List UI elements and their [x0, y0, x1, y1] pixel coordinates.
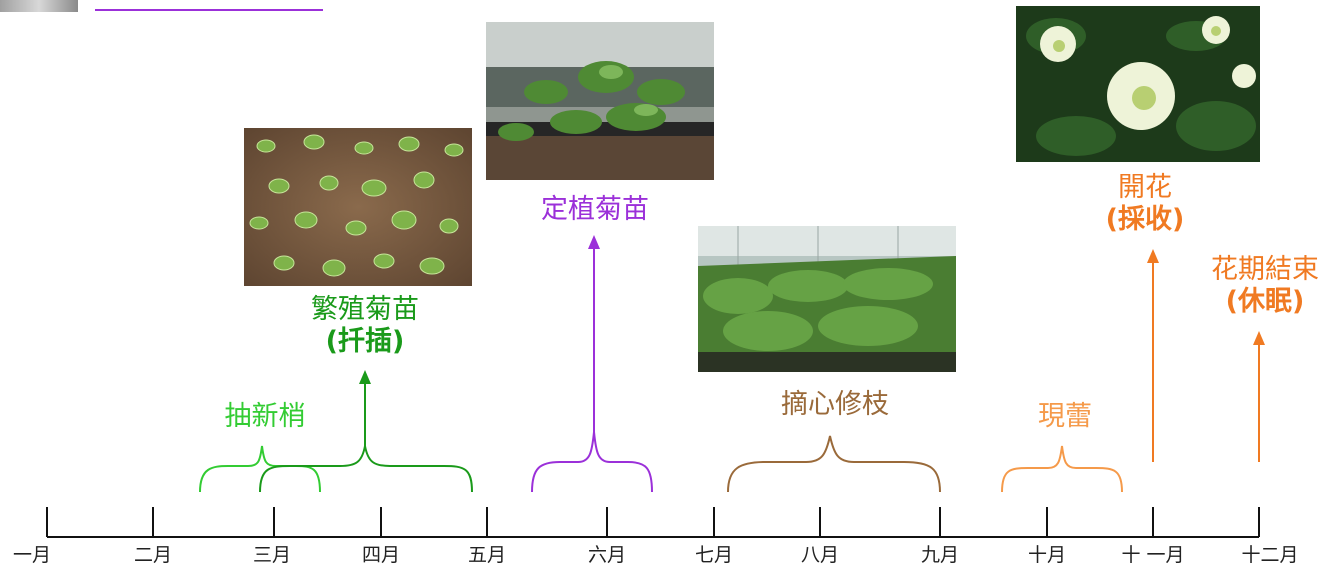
top-purple-line	[95, 9, 323, 11]
label-end-line1: 花期結束	[1211, 254, 1319, 285]
month-label: 六月	[587, 544, 627, 566]
month-label: 二月	[133, 544, 173, 566]
label-bloom-line1: 開花	[1118, 172, 1172, 203]
planted-seedlings-photo	[486, 22, 714, 180]
label-bloom-line2: (採收)	[1105, 204, 1185, 235]
label-plant: 定植菊苗	[541, 194, 649, 225]
month-label: 十 一月	[1121, 544, 1185, 566]
month-label: 九月	[920, 544, 960, 566]
label-end-line2: (休眠)	[1225, 286, 1305, 317]
label-end: 花期結束 (休眠)	[1190, 254, 1340, 318]
label-shoot: 抽新梢	[224, 401, 306, 432]
month-label: 八月	[800, 544, 840, 566]
arrow-propagate-head	[359, 370, 371, 384]
label-propagate: 繁殖菊苗 (扦插)	[270, 294, 460, 358]
brace-bud	[1001, 445, 1123, 493]
month-label: 七月	[694, 544, 734, 566]
label-pinch: 摘心修枝	[781, 389, 889, 420]
brace-propagate	[259, 445, 473, 493]
label-propagate-line1: 繁殖菊苗	[311, 294, 419, 325]
month-label: 十月	[1027, 544, 1067, 566]
arrow-bloom-head	[1147, 249, 1159, 263]
label-propagate-line2: (扦插)	[325, 326, 405, 357]
greenhouse-plants-photo	[698, 226, 956, 372]
seedlings-photo	[244, 128, 472, 286]
flowers-photo	[1016, 6, 1260, 162]
month-label: 十二月	[1241, 544, 1299, 566]
month-label: 五月	[467, 544, 507, 566]
brace-plant	[531, 431, 653, 493]
arrow-plant-head	[588, 235, 600, 249]
month-label: 三月	[252, 544, 292, 566]
month-label: 一月	[12, 544, 52, 566]
cropped-thumbnail	[0, 0, 78, 12]
arrow-end-head	[1253, 331, 1265, 345]
brace-pinch	[727, 435, 941, 493]
timeline-ticks	[46, 507, 1260, 537]
month-label: 四月	[361, 544, 401, 566]
label-bloom: 開花 (採收)	[1090, 172, 1200, 236]
label-bud: 現蕾	[1038, 401, 1092, 432]
